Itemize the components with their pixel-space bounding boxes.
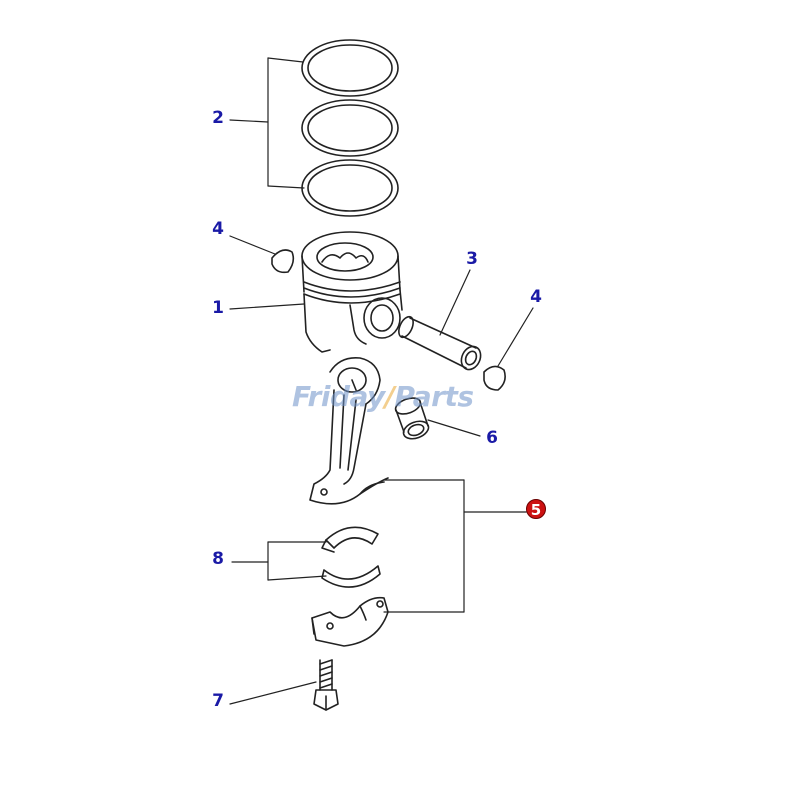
leader-6 (427, 419, 481, 437)
connecting-rod-cap (311, 596, 389, 647)
watermark-logo: Friday/Parts (292, 380, 474, 413)
snap-ring-right (483, 365, 506, 391)
snap-ring-left (271, 249, 295, 274)
leader-5 (383, 479, 527, 613)
watermark-text-1: Friday (292, 380, 385, 413)
bearing-upper (321, 526, 379, 553)
leader-2 (229, 57, 305, 189)
callout-1: 1 (212, 298, 224, 318)
callout-4-left: 4 (212, 219, 224, 239)
callout-2: 2 (212, 108, 224, 128)
rod-bolt (313, 659, 339, 711)
bushing (394, 397, 430, 440)
leader-3 (439, 269, 471, 336)
leader-4a (229, 235, 276, 255)
callout-6: 6 (486, 428, 498, 448)
watermark-text-2: Parts (394, 380, 474, 413)
piston (301, 231, 403, 353)
leader-4b (497, 307, 534, 367)
callout-4-right: 4 (530, 287, 542, 307)
leader-1 (229, 303, 305, 310)
leader-8 (231, 541, 327, 581)
bearing-lower (321, 565, 381, 588)
piston-ring-bottom (301, 159, 399, 217)
callout-5-highlighted[interactable]: 5 (526, 499, 546, 519)
callout-3: 3 (466, 249, 478, 269)
piston-ring-middle (301, 99, 399, 157)
callout-7: 7 (212, 691, 224, 711)
connecting-rod (309, 356, 389, 505)
leader-7 (229, 681, 317, 705)
callout-8: 8 (212, 549, 224, 569)
piston-ring-top (301, 39, 399, 97)
watermark-accent: / (384, 380, 395, 413)
piston-pin (398, 315, 482, 371)
